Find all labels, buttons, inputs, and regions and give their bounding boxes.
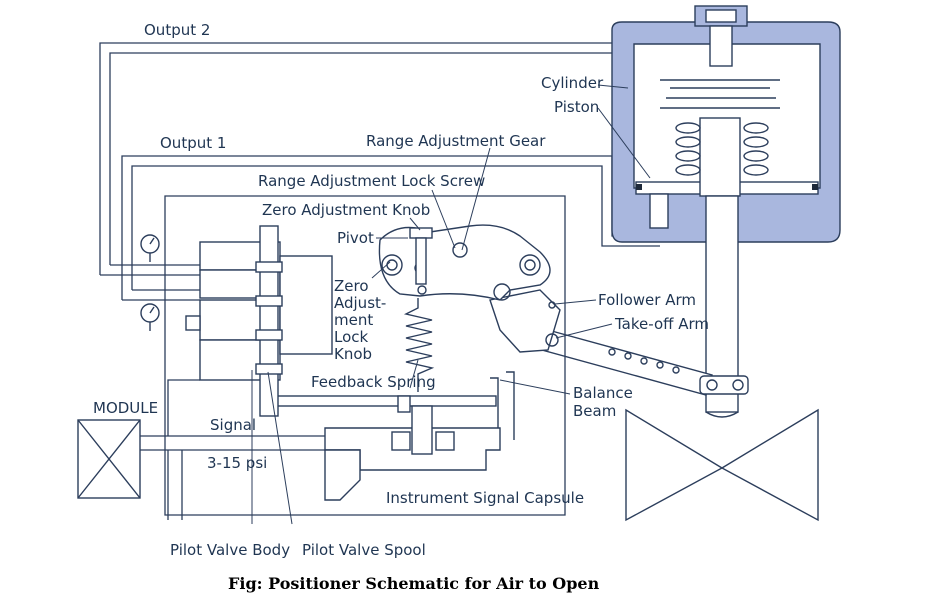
range-lock-screw-label: Range Adjustment Lock Screw (258, 172, 485, 190)
take-off-arm (541, 329, 749, 396)
zero-lock-label-3: ment (334, 311, 373, 329)
zero-lock-label-1: Zero (334, 277, 369, 295)
instrument-signal-capsule (324, 405, 501, 501)
valve-body (625, 408, 819, 522)
output-2-label: Output 2 (144, 21, 210, 39)
pilot-valve-spool (255, 225, 283, 417)
capsule-label: Instrument Signal Capsule (386, 489, 584, 507)
module-box (77, 419, 141, 499)
pressure-gauge-top (140, 234, 160, 262)
output-1-label: Output 1 (160, 134, 226, 152)
module-label: MODULE (93, 399, 158, 417)
follower-arm-label: Follower Arm (598, 291, 696, 309)
zero-lock-label-2: Adjust- (334, 294, 386, 312)
leader-lines (251, 84, 651, 525)
range-gear-label: Range Adjustment Gear (366, 132, 546, 150)
balance-beam-label-2: Beam (573, 402, 616, 420)
zero-lock-label-5: Knob (334, 345, 372, 363)
pressure-gauge-bottom (140, 303, 160, 331)
signal-label: Signal (210, 416, 256, 434)
output-2-line (99, 42, 612, 275)
follower-arm (489, 289, 561, 353)
feedback-spring (403, 298, 435, 392)
signal-range-label: 3-15 psi (207, 454, 267, 472)
zero-lock-label-4: Lock (334, 328, 369, 346)
piston (635, 117, 819, 229)
pilot-body-label: Pilot Valve Body (170, 541, 290, 559)
feedback-spring-label: Feedback Spring (311, 373, 436, 391)
takeoff-arm-label: Take-off Arm (614, 315, 709, 333)
spring-cylinder (660, 79, 780, 176)
signal-line (140, 379, 325, 520)
range-lever (378, 224, 551, 301)
pilot-spool-label: Pilot Valve Spool (302, 541, 426, 559)
cylinder-label: Cylinder (541, 74, 604, 92)
pivot-label: Pivot (337, 229, 374, 247)
piston-label: Piston (554, 98, 599, 116)
zero-knob-label: Zero Adjustment Knob (262, 201, 430, 219)
positioner-housing (164, 195, 566, 516)
figure-caption: Fig: Positioner Schematic for Air to Ope… (228, 574, 600, 593)
balance-beam-label-1: Balance (573, 384, 633, 402)
